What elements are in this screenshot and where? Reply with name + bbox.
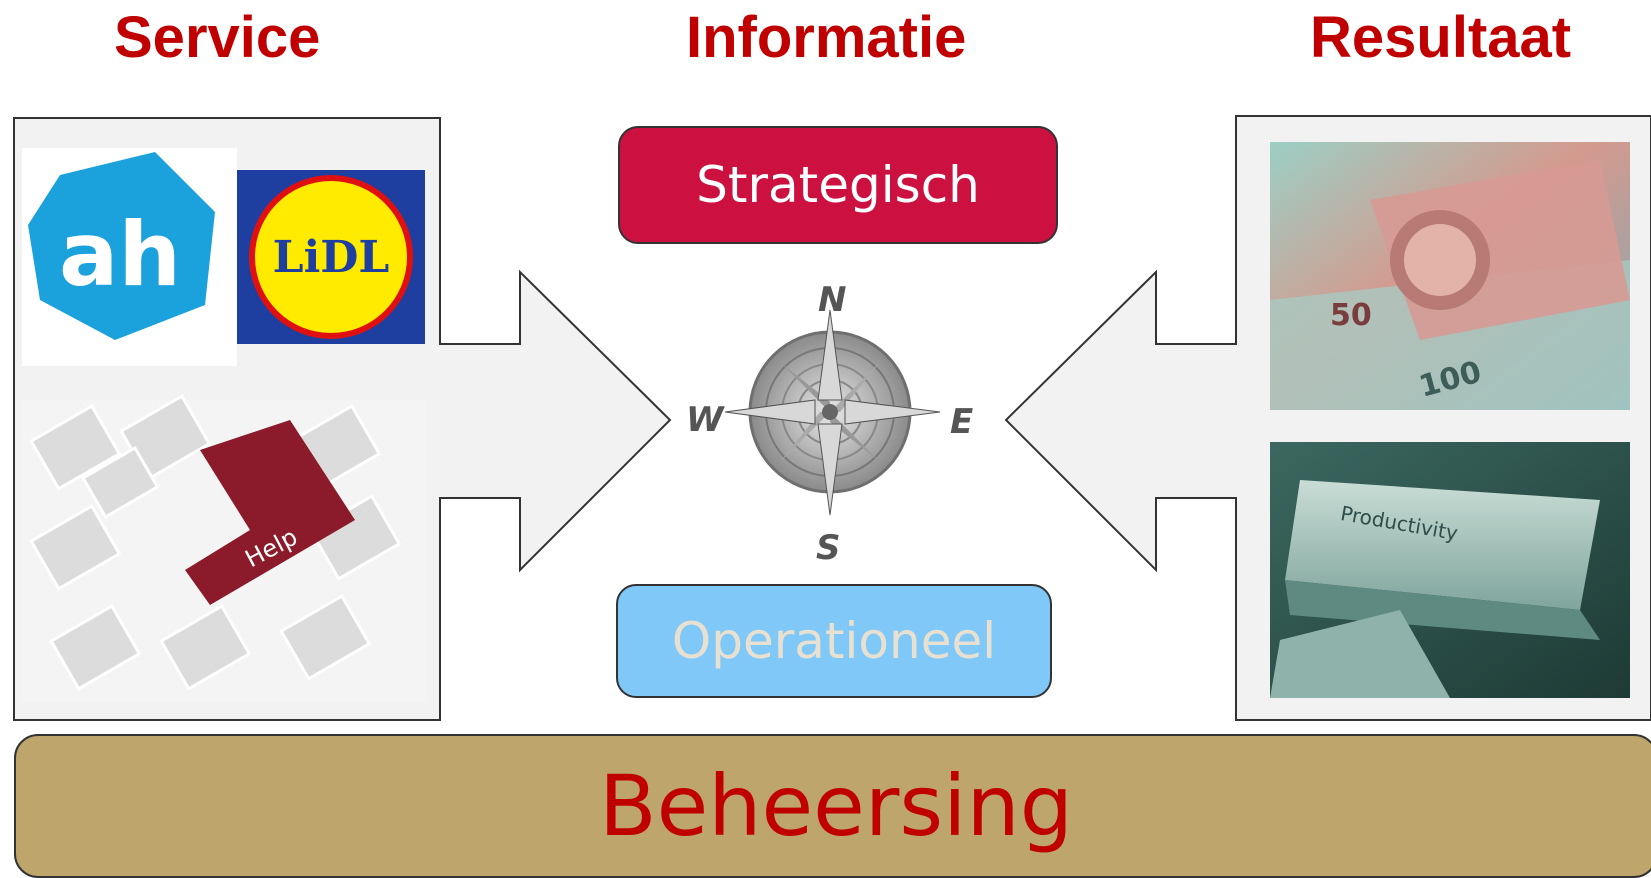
strategisch-box: Strategisch <box>618 126 1058 244</box>
resultaat-header: Resultaat <box>1310 5 1572 70</box>
help-keyboard-image: Help <box>22 394 426 702</box>
svg-text:ah: ah <box>59 203 181 306</box>
compass-south-label: S <box>816 528 841 568</box>
compass-north-label: N <box>818 280 847 320</box>
banknote-50: 50 <box>1330 298 1372 333</box>
ah-logo: ah <box>22 148 237 366</box>
beheersing-bar: Beheersing <box>14 734 1651 878</box>
money-image: 50 100 <box>1270 142 1630 410</box>
compass-west-label: W <box>686 400 724 440</box>
productivity-keyboard-image: Productivity <box>1270 442 1630 698</box>
compass-icon <box>724 309 941 516</box>
compass-east-label: E <box>950 402 974 442</box>
lidl-logo: LiDL <box>237 170 425 344</box>
informatie-header: Informatie <box>686 5 967 70</box>
operationeel-box: Operationeel <box>616 584 1052 698</box>
service-header: Service <box>114 5 321 70</box>
lidl-logo-text: LiDL <box>273 232 390 283</box>
